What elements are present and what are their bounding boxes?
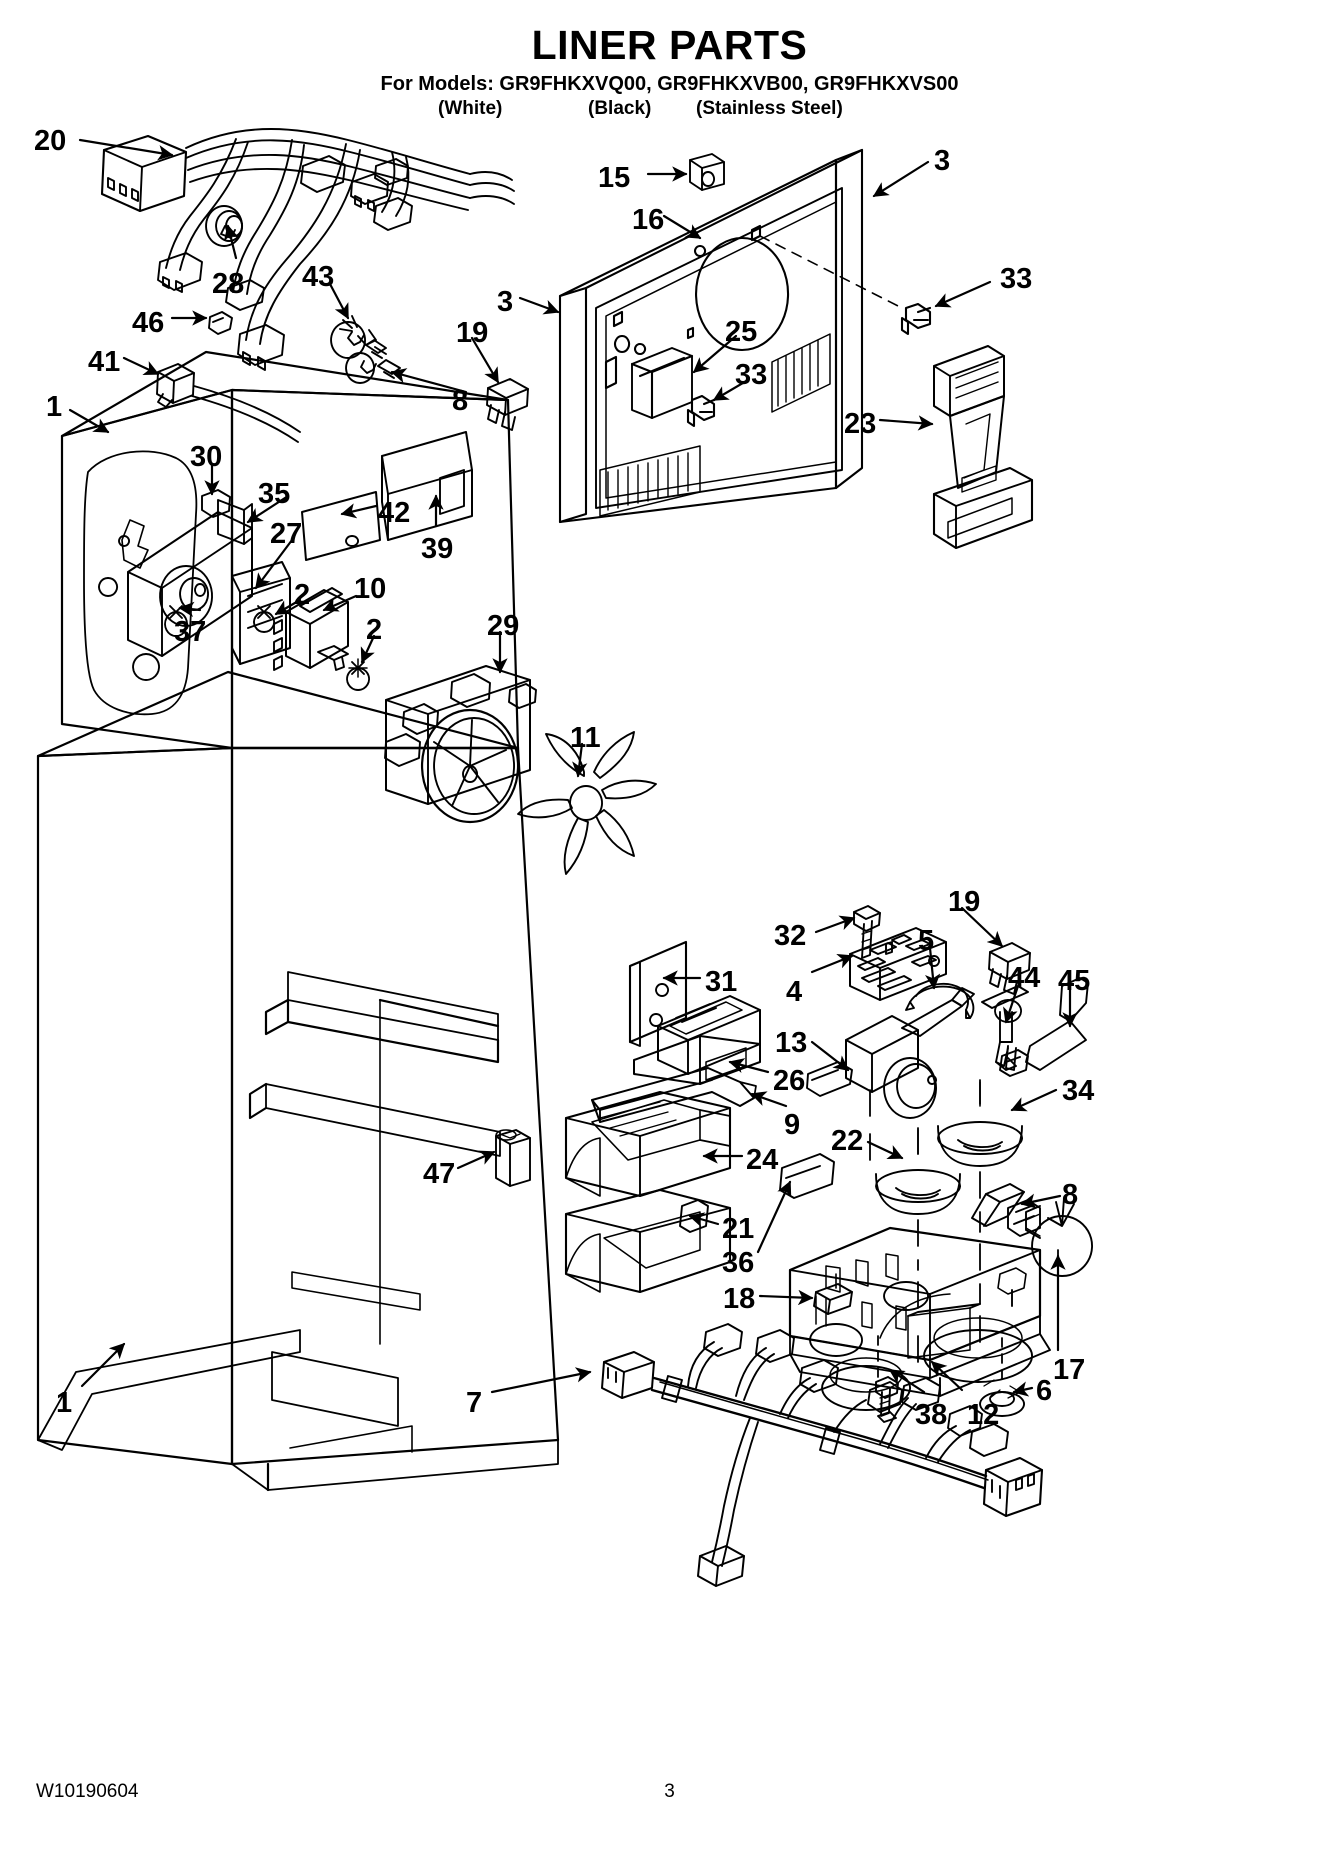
callout-number-17: 17	[1053, 1354, 1086, 1386]
callout-number-26: 26	[773, 1065, 806, 1097]
part-wire-harness-7	[601, 1323, 1044, 1587]
callout-number-41: 41	[88, 346, 121, 378]
callout-number-8: 8	[452, 385, 469, 417]
callout-number-19: 19	[948, 886, 981, 918]
page-footer: W10190604 3	[0, 1781, 1339, 1807]
footer-page-number: 3	[664, 1781, 675, 1802]
part-control-board-4	[849, 927, 947, 1001]
callout-number-18: 18	[723, 1283, 756, 1315]
callout-number-19: 19	[456, 317, 489, 349]
callout-number-2: 2	[294, 579, 311, 611]
callout-number-34: 34	[1062, 1075, 1095, 1107]
part-screw-32	[853, 905, 881, 959]
callout-number-46: 46	[132, 307, 165, 339]
part-filter-47	[495, 1129, 531, 1187]
callout-number-33: 33	[735, 359, 768, 391]
callout-number-28: 28	[212, 268, 245, 300]
part-plate-42	[301, 491, 381, 561]
callout-number-39: 39	[421, 533, 454, 565]
color-stainless-label: (Stainless Steel)	[696, 98, 843, 119]
callout-number-13: 13	[775, 1027, 808, 1059]
footer-part-code: W10190604	[36, 1781, 139, 1802]
part-base-housing-12	[788, 1226, 1051, 1411]
callout-number-33: 33	[1000, 263, 1033, 295]
callout-number-3: 3	[934, 145, 951, 177]
callout-number-32: 32	[774, 920, 807, 952]
callout-number-42: 42	[378, 497, 411, 529]
part-wire-harness-20	[100, 128, 515, 371]
part-bulb-43	[330, 315, 387, 359]
callout-number-15: 15	[598, 162, 631, 194]
callout-number-43: 43	[302, 261, 335, 293]
part-panel-31	[628, 940, 688, 1047]
part-lever-45	[999, 977, 1089, 1077]
part-switch-41	[156, 363, 301, 443]
callout-number-5: 5	[918, 925, 935, 957]
part-motor-13	[806, 987, 975, 1119]
part-rear-panel-3-16	[558, 148, 932, 524]
part-screw-38	[875, 1335, 899, 1423]
callout-number-2: 2	[366, 614, 383, 646]
callout-number-24: 24	[746, 1144, 779, 1176]
callout-number-27: 27	[270, 518, 303, 550]
callout-number-11: 11	[570, 722, 601, 754]
part-dispenser-23	[932, 345, 1034, 550]
callout-number-4: 4	[786, 976, 803, 1008]
part-module-26	[633, 995, 761, 1085]
part-clip-46	[208, 311, 233, 335]
callout-number-8: 8	[1062, 1179, 1079, 1211]
color-variants: (White) (Black) (Stainless Steel)	[0, 97, 1339, 121]
callout-number-30: 30	[190, 441, 223, 473]
callout-number-37: 37	[174, 616, 207, 648]
callout-number-25: 25	[725, 316, 758, 348]
callout-number-12: 12	[967, 1399, 1000, 1431]
callout-number-1: 1	[46, 391, 63, 423]
callout-number-47: 47	[423, 1158, 456, 1190]
callout-number-29: 29	[487, 610, 520, 642]
callout-number-36: 36	[722, 1247, 755, 1279]
color-black-label: (Black)	[588, 98, 652, 119]
page-header: LINER PARTS For Models: GR9FHKXVQ00, GR9…	[0, 22, 1339, 121]
callout-number-6: 6	[1036, 1375, 1053, 1407]
callout-number-38: 38	[915, 1399, 948, 1431]
callout-number-44: 44	[1008, 962, 1041, 994]
callout-number-16: 16	[632, 204, 665, 236]
part-lever-44	[981, 985, 1029, 1071]
callout-number-20: 20	[34, 125, 67, 157]
callout-number-1: 1	[56, 1387, 73, 1419]
callout-number-21: 21	[722, 1213, 755, 1245]
callout-number-35: 35	[258, 478, 291, 510]
page-title: LINER PARTS	[531, 22, 808, 68]
callout-number-22: 22	[831, 1125, 864, 1157]
part-fuse-18	[813, 1273, 853, 1315]
part-fan-assembly-29-11	[384, 665, 657, 875]
callout-number-31: 31	[705, 966, 738, 998]
color-white-label: (White)	[438, 98, 503, 119]
part-thermostat-10	[253, 587, 370, 691]
model-list: For Models: GR9FHKXVQ00, GR9FHKXVB00, GR…	[380, 73, 959, 95]
callout-number-9: 9	[784, 1109, 801, 1141]
part-cover-24	[564, 1090, 732, 1198]
callout-number-7: 7	[466, 1387, 483, 1419]
callout-number-3: 3	[497, 286, 514, 318]
part-grommet-6	[979, 1337, 1025, 1417]
callout-number-45: 45	[1058, 965, 1091, 997]
callout-number-23: 23	[844, 408, 877, 440]
callout-number-10: 10	[354, 573, 387, 605]
part-bushing-15	[689, 153, 725, 191]
part-receptacle-19-lower	[988, 942, 1031, 995]
part-damper-assembly-30-35-27	[98, 489, 291, 681]
